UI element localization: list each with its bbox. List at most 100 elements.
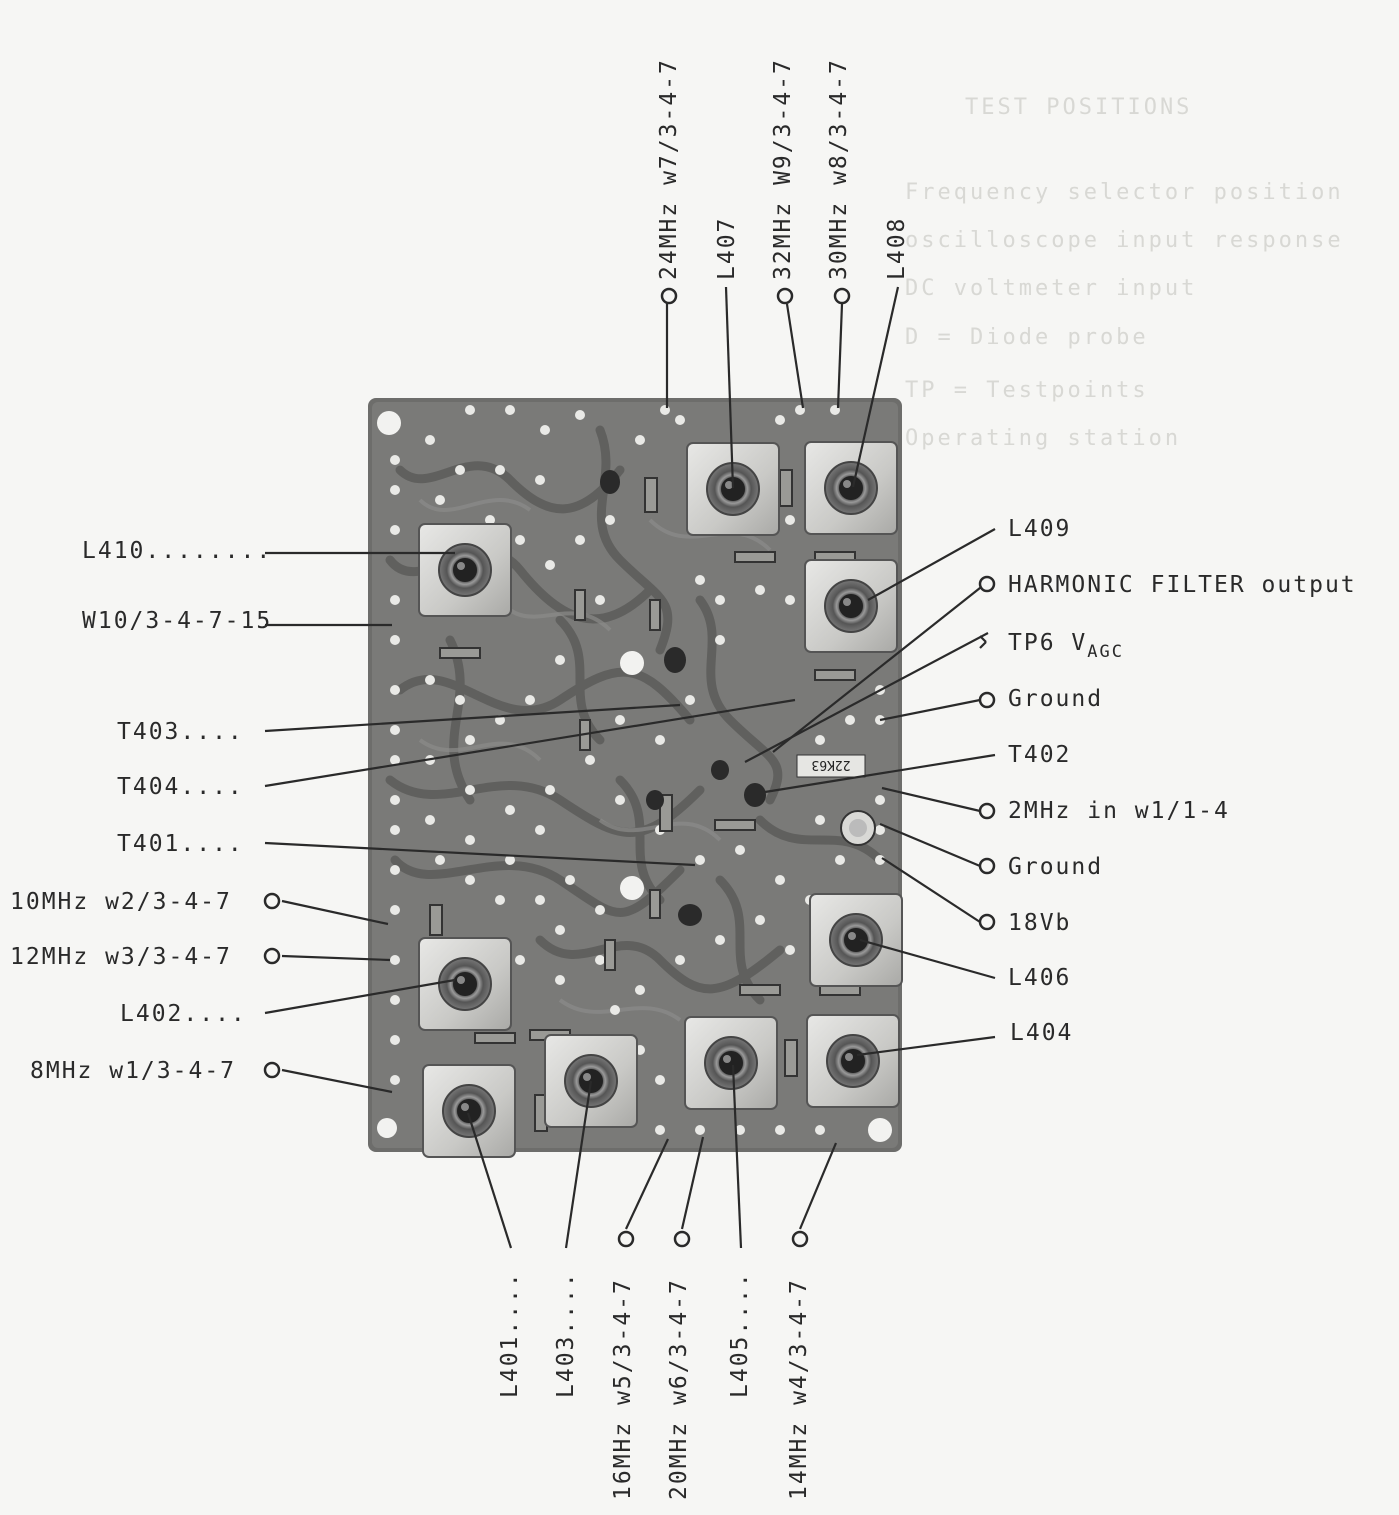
solder-pad: [785, 945, 795, 955]
leader-tp6: [744, 632, 989, 763]
transistors: [600, 470, 766, 926]
coil-core-slug: [839, 594, 863, 618]
terminal-24mhz: [660, 287, 678, 305]
coil-can-l402: [418, 937, 512, 1031]
solder-pad: [655, 735, 665, 745]
label-24mhz: 24MHz w7/3-4-7: [656, 58, 682, 280]
coil-core-highlight: [461, 1103, 469, 1111]
solder-pad: [545, 560, 555, 570]
leader-12mhz: [281, 954, 391, 962]
leader-l403: [564, 1080, 593, 1249]
solder-pad: [505, 805, 515, 815]
tp6-text: TP6 V: [1008, 630, 1088, 656]
solder-pad: [495, 895, 505, 905]
terminal-ground-1: [978, 691, 996, 709]
terminal-2mhz-in: [978, 802, 996, 820]
leader-t404: [264, 698, 796, 788]
bleed-through-line: D = Diode probe: [905, 325, 1149, 350]
solder-pad: [575, 535, 585, 545]
solder-pad: [390, 795, 400, 805]
terminal-32mhz: [776, 287, 794, 305]
label-t401: T401....: [117, 831, 244, 857]
solder-pad: [555, 975, 565, 985]
leader-14mhz: [798, 1142, 838, 1230]
solder-pad: [435, 855, 445, 865]
label-w10: W10/3-4-7-15: [82, 608, 273, 634]
coil-can-l407: [686, 442, 780, 536]
solder-pad: [545, 785, 555, 795]
label-t403: T403....: [117, 719, 244, 745]
solder-pad: [595, 905, 605, 915]
label-l409: L409: [1008, 516, 1072, 542]
label-16mhz: 16MHz w5/3-4-7: [610, 1278, 636, 1500]
solder-pad: [535, 825, 545, 835]
solder-pad: [755, 915, 765, 925]
leader-harmonic-filter-output: [772, 583, 986, 753]
leader-16mhz: [625, 1138, 669, 1230]
solder-pad: [655, 1075, 665, 1085]
coil-can-l401: [422, 1064, 516, 1158]
solder-pad: [390, 525, 400, 535]
solder-pad: [635, 435, 645, 445]
label-2mhz-in: 2MHz in w1/1-4: [1008, 798, 1230, 824]
coil-core-highlight: [457, 562, 465, 570]
terminal-10mhz: [263, 892, 281, 910]
solder-pad: [390, 955, 400, 965]
label-18vb: 18Vb: [1008, 910, 1072, 936]
coil-can-l404: [806, 1014, 900, 1108]
solder-pad: [425, 675, 435, 685]
leader-tp6-arrow-lower: [979, 641, 987, 649]
coil-cans: [418, 441, 903, 1158]
component-marking-box: [796, 754, 866, 778]
solder-pad: [465, 875, 475, 885]
solder-pad: [815, 1125, 825, 1135]
coil-can-l410: [418, 523, 512, 617]
leader-30mhz: [836, 303, 844, 409]
label-12mhz: 12MHz w3/3-4-7: [10, 944, 232, 970]
label-ground-1: Ground: [1008, 686, 1104, 712]
coil-core-highlight: [723, 1055, 731, 1063]
solder-pad: [540, 425, 550, 435]
leader-10mhz: [281, 899, 389, 926]
solder-pad: [390, 595, 400, 605]
solder-pad: [875, 795, 885, 805]
leader-l406: [859, 938, 996, 980]
label-harmonic-filter-output: HARMONIC FILTER output: [1008, 572, 1357, 598]
solder-pad: [660, 405, 670, 415]
leader-tp6-arrow-upper: [979, 635, 987, 643]
terminal-30mhz: [833, 287, 851, 305]
coil-can-l408: [804, 441, 898, 535]
tp6-subscript: AGC: [1087, 642, 1124, 662]
solder-pad: [610, 1005, 620, 1015]
solder-pad: [695, 855, 705, 865]
leader-32mhz: [785, 303, 805, 409]
label-t404: T404....: [117, 774, 244, 800]
solder-pad: [390, 485, 400, 495]
solder-pad: [390, 905, 400, 915]
solder-pad: [785, 595, 795, 605]
solder-pad: [755, 585, 765, 595]
leader-l408: [851, 286, 900, 488]
solder-pad: [715, 935, 725, 945]
solder-pad: [735, 845, 745, 855]
solder-pad: [485, 515, 495, 525]
solder-pad: [605, 515, 615, 525]
label-l404: L404: [1010, 1020, 1074, 1046]
label-tp6-vagc: TP6 VAGC: [1008, 630, 1124, 662]
solder-pad: [815, 735, 825, 745]
solder-pad: [495, 465, 505, 475]
solder-pad: [505, 855, 515, 865]
solder-pad: [715, 595, 725, 605]
component-marking: 22K63: [811, 757, 850, 772]
solder-pad: [715, 635, 725, 645]
coil-core-slug: [719, 1051, 743, 1075]
solder-pad: [390, 825, 400, 835]
leader-l405: [731, 1064, 743, 1249]
label-10mhz: 10MHz w2/3-4-7: [10, 889, 232, 915]
label-l403: L403....: [553, 1271, 579, 1398]
solder-pad: [655, 1125, 665, 1135]
solder-pad: [535, 895, 545, 905]
resistors: [429, 469, 861, 1132]
coil-core-highlight: [848, 932, 856, 940]
